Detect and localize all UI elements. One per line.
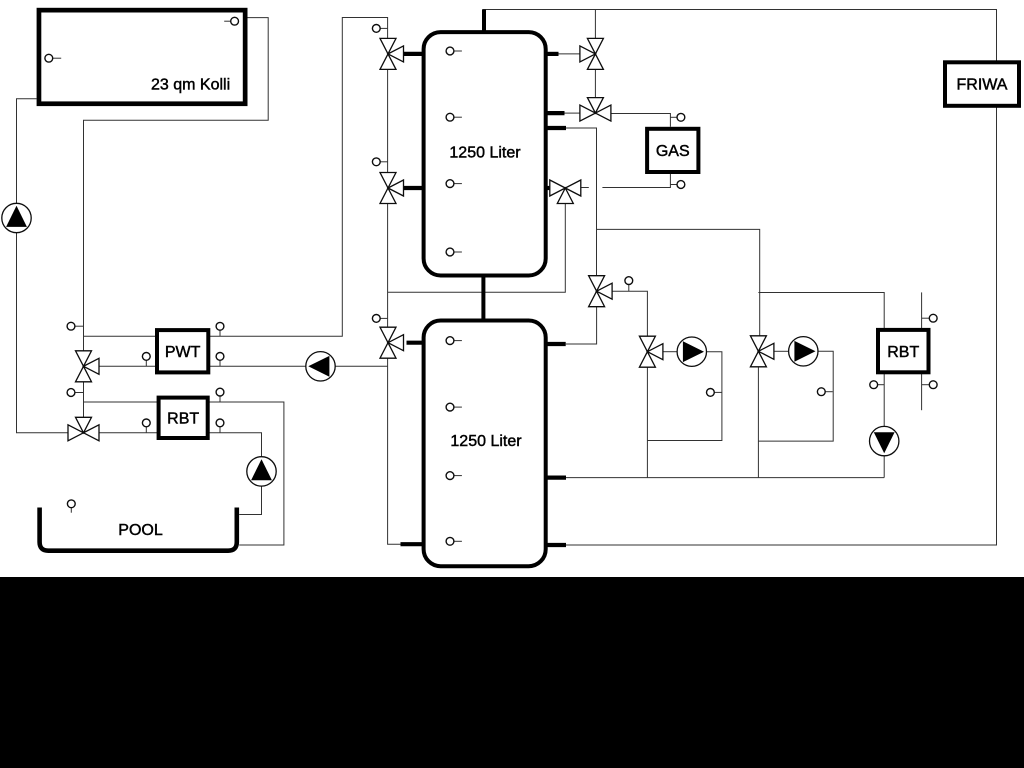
svg-text:1250 Liter: 1250 Liter (450, 433, 522, 450)
svg-text:1250 Liter: 1250 Liter (449, 145, 521, 162)
svg-text:FRIWA: FRIWA (957, 77, 1008, 94)
svg-text:23 qm Kolli: 23 qm Kolli (151, 76, 230, 93)
svg-text:GAS: GAS (656, 143, 690, 160)
svg-text:PWT: PWT (165, 344, 201, 361)
svg-text:RBT: RBT (887, 344, 919, 361)
svg-text:RBT: RBT (167, 411, 199, 428)
svg-text:POOL: POOL (118, 522, 163, 539)
